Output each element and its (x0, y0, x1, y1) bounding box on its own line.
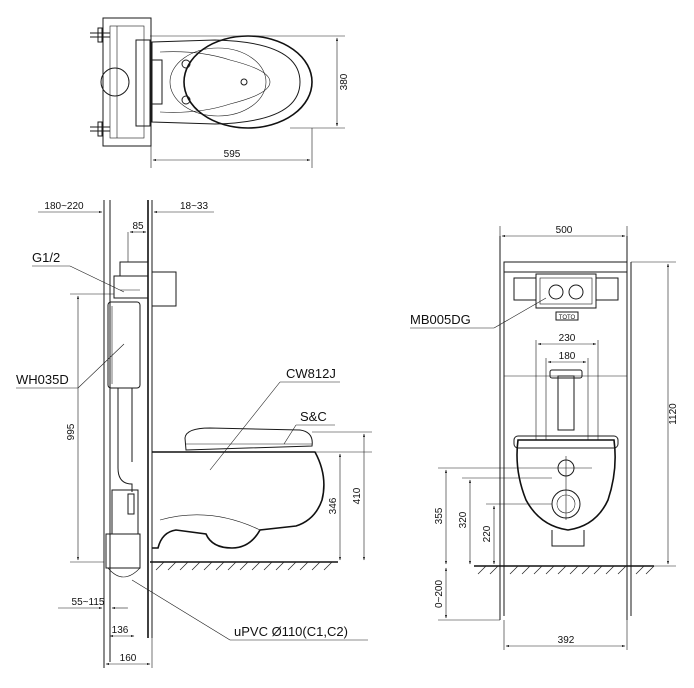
label-g12: G1/2 (32, 250, 60, 265)
dim-136: 136 (112, 625, 129, 636)
dim-160: 160 (120, 653, 137, 664)
bowl-side-outline (152, 451, 325, 549)
flush-plate (535, 273, 597, 309)
dim-355: 355 (434, 507, 445, 524)
top-view: 595 380 (90, 17, 350, 168)
dim-0-200: 0~200 (434, 580, 445, 609)
plate-brand: TOTO (559, 315, 576, 321)
label-sc: S&C (300, 409, 327, 424)
flush-button-icon (548, 284, 564, 300)
dim-85: 85 (132, 221, 144, 232)
dim-595: 595 (224, 149, 241, 160)
dim-220: 220 (482, 525, 493, 542)
label-wh035d: WH035D (16, 372, 69, 387)
seat-outline (184, 427, 313, 451)
dim-55-115: 55~115 (72, 597, 105, 608)
bowl-front-outline (516, 439, 616, 531)
valve-g12 (113, 275, 149, 299)
dim-180: 180 (559, 351, 576, 362)
label-cw812j: CW812J (286, 366, 336, 381)
pipe-circle (100, 67, 130, 97)
label-upvc: uPVC Ø110(C1,C2) (234, 624, 348, 639)
dim-380: 380 (339, 73, 350, 90)
top-wall-frame (102, 17, 152, 147)
dim-500: 500 (556, 225, 573, 236)
dim-392: 392 (558, 635, 575, 646)
screw-icon (90, 121, 110, 137)
dim-320: 320 (458, 511, 469, 528)
dim-410: 410 (352, 487, 363, 504)
dim-346: 346 (328, 497, 339, 514)
dim-18-33: 18~33 (180, 201, 209, 212)
flush-button-icon (568, 284, 584, 300)
front-view: TOTO MB005DG 500 (410, 225, 679, 650)
dim-1120: 1120 (668, 403, 679, 425)
screw-icon (90, 27, 110, 43)
dim-180-220: 180~220 (44, 201, 84, 212)
cistern-body (107, 301, 141, 389)
dim-230: 230 (559, 333, 576, 344)
side-view: G1/2 WH035D CW812J S&C uPVC Ø110(C1,C2) … (16, 200, 372, 668)
dim-995: 995 (66, 423, 77, 440)
label-mb005dg: MB005DG (410, 312, 471, 327)
